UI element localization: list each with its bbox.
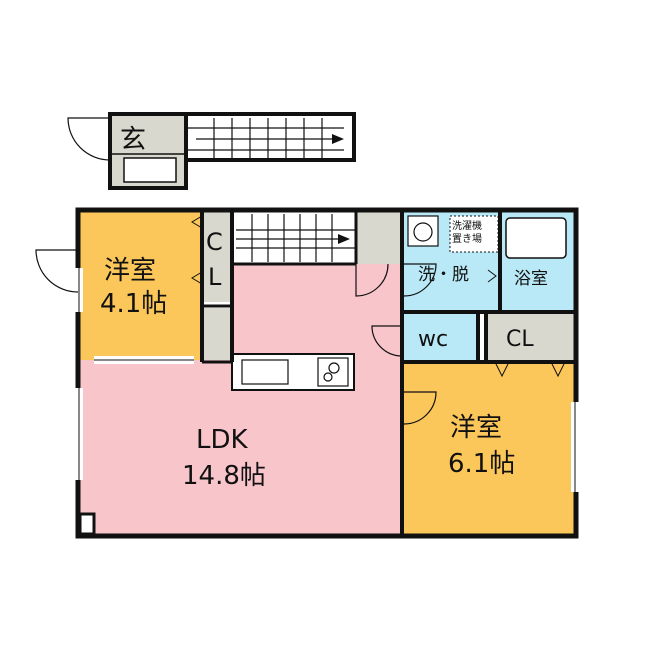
upper-stair-arrow	[332, 134, 344, 144]
walls	[75, 207, 579, 539]
closet1-c: C	[206, 228, 223, 256]
closet-1	[202, 212, 232, 302]
western-room-2	[404, 362, 574, 534]
upper-stair	[184, 112, 356, 162]
ldk-name: LDK	[196, 425, 249, 455]
stair-landing	[356, 212, 402, 264]
ldk-size: 14.8帖	[182, 461, 266, 491]
entrance-label: 玄	[120, 125, 146, 155]
wc-room	[404, 312, 476, 362]
door-swings	[35, 249, 437, 425]
western-room-1	[80, 212, 202, 360]
bathtub	[505, 217, 567, 259]
entry-door-swing	[67, 117, 111, 161]
western1-name: 洋室	[104, 256, 156, 286]
western2-name: 洋室	[450, 413, 502, 443]
western2-size: 6.1帖	[448, 449, 515, 479]
closet2-label: CL	[506, 327, 534, 352]
wc-label: wc	[418, 327, 448, 352]
kitchen-counter	[231, 353, 355, 391]
hall-stair-arrow	[338, 234, 350, 244]
windows	[75, 268, 579, 492]
column	[78, 512, 96, 536]
washer-label-2: 置き場	[452, 232, 482, 245]
hall-stairs	[236, 214, 356, 262]
closet-door-marks	[191, 215, 565, 378]
closet1-l: L	[208, 263, 222, 291]
hall-stair	[232, 212, 356, 264]
bathroom-label: 浴室	[514, 269, 548, 289]
entrance-step	[123, 157, 177, 183]
entrance-block: 玄	[67, 112, 356, 190]
western1-size: 4.1帖	[100, 289, 167, 319]
wash-room-label: 洗・脱	[418, 265, 469, 285]
washer-space	[449, 215, 499, 253]
closet-2	[486, 312, 574, 362]
washer-label-1: 洗濯機	[452, 219, 482, 232]
closet-1b	[202, 308, 232, 360]
